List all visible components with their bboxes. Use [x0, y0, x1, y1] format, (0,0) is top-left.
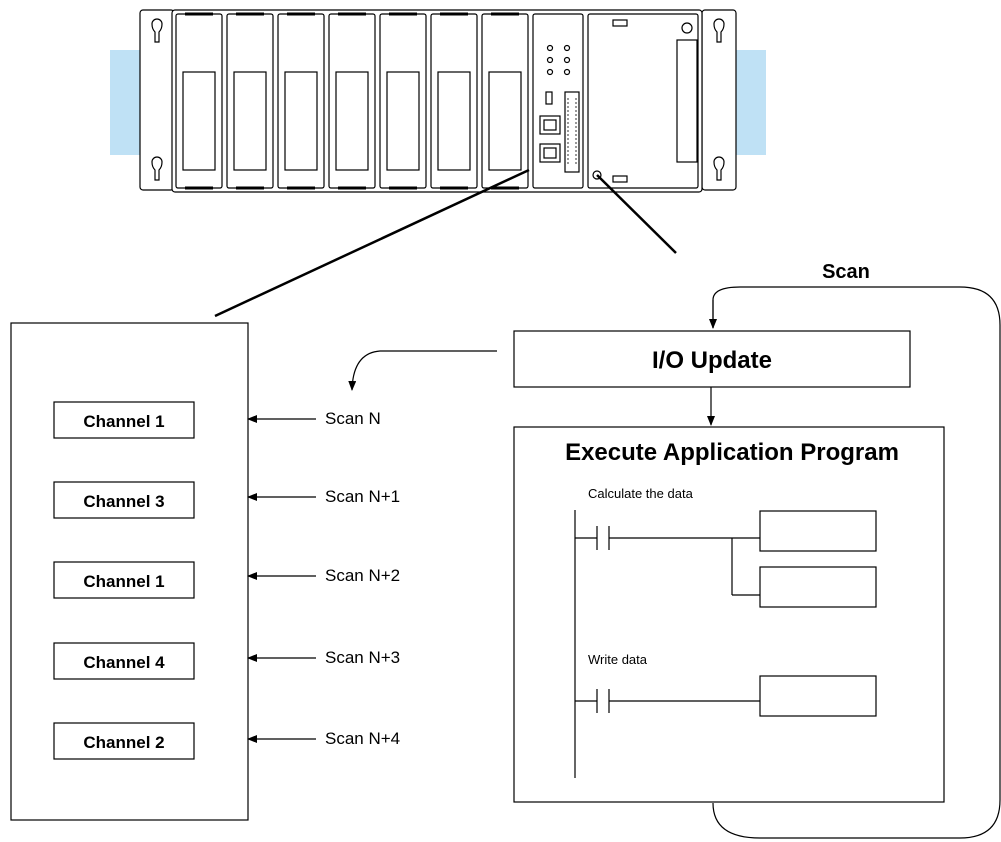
channel-box: [53, 722, 195, 760]
io-module-window: [284, 71, 318, 171]
power-supply-window: [676, 39, 698, 163]
io-module-window: [182, 71, 216, 171]
io-update-box: [513, 330, 911, 388]
status-leds: [546, 44, 571, 76]
output-box: [759, 566, 877, 608]
scan-label: Scan N: [325, 409, 381, 428]
io-module-window: [335, 71, 369, 171]
rung-2-label: Write data: [588, 652, 648, 667]
scan-label: Scan N+1: [325, 487, 400, 506]
keyhole-icon: [713, 18, 725, 43]
plc-base: [110, 9, 766, 193]
execute-program-box: [513, 426, 945, 803]
scan-title: Scan: [822, 261, 870, 283]
io-module-window: [386, 71, 420, 171]
keyhole-icon: [151, 18, 163, 43]
scan-loop-path: [712, 286, 1001, 839]
io-connector: [564, 91, 580, 173]
pointer-line-cpu: [596, 174, 677, 254]
din-rail-left: [110, 50, 142, 155]
channel-list: Channel 1 Scan N Channel 3 Scan N+1 Chan…: [53, 401, 400, 760]
channel-label: Channel 4: [83, 653, 165, 672]
scan-label: Scan N+4: [325, 729, 400, 748]
rung-1-label: Calculate the data: [588, 486, 694, 501]
channel-box: [53, 642, 195, 680]
screw-icon: [681, 22, 693, 34]
pointer-line-module: [214, 168, 530, 318]
scan-label: Scan N+3: [325, 648, 400, 667]
io-module-window: [233, 71, 267, 171]
channel-item: Channel 3 Scan N+1: [53, 481, 400, 519]
io-to-module-arrow: [348, 350, 497, 391]
channel-box: [53, 481, 195, 519]
io-module-window: [488, 71, 522, 171]
channel-label: Channel 1: [83, 572, 164, 591]
channel-box: [53, 561, 195, 599]
channel-item: Channel 1 Scan N+2: [53, 561, 400, 599]
cpu-module: [532, 13, 584, 189]
ladder-diagram: Calculate the data Write data: [574, 486, 877, 778]
power-supply: [587, 13, 699, 189]
keyhole-icon: [713, 156, 725, 181]
channel-label: Channel 3: [83, 492, 164, 511]
channel-label: Channel 2: [83, 733, 164, 752]
keyhole-icon: [151, 156, 163, 181]
mode-switch: [545, 91, 553, 105]
channel-item: Channel 1 Scan N: [53, 401, 381, 439]
channel-item: Channel 2 Scan N+4: [53, 722, 400, 760]
channel-box: [53, 401, 195, 439]
io-update-label: I/O Update: [652, 347, 772, 374]
din-rail-right: [734, 50, 766, 155]
output-box: [759, 510, 877, 552]
io-module-window: [437, 71, 471, 171]
output-box: [759, 675, 877, 717]
scan-label: Scan N+2: [325, 566, 400, 585]
channel-item: Channel 4 Scan N+3: [53, 642, 400, 680]
execute-program-label: Execute Application Program: [565, 439, 899, 466]
channel-label: Channel 1: [83, 412, 164, 431]
io-modules: [175, 12, 529, 190]
